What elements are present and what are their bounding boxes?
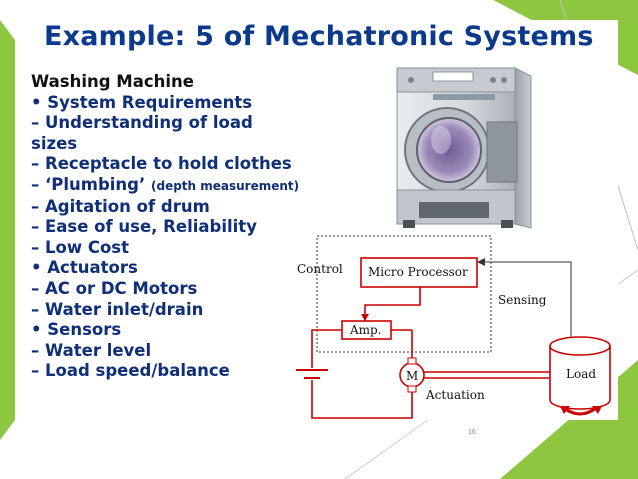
amp-label: Amp. — [349, 323, 382, 337]
load-cylinder-top — [549, 336, 611, 356]
bullet-plumbing-note: (depth measurement) — [151, 178, 300, 193]
bullet-item: – ‘Plumbing’ (depth measurement) — [31, 175, 341, 197]
bullet-item: – Receptacle to hold clothes — [31, 154, 292, 174]
load-cylinder-body — [549, 346, 611, 410]
bullet-item: – Water level — [31, 340, 152, 360]
power-loop-line — [311, 329, 342, 368]
control-label: Control — [297, 262, 343, 276]
bullet-item: – Low Cost — [31, 237, 129, 257]
bullet-item: – Water inlet/drain — [31, 299, 204, 319]
left-green-triangle — [0, 20, 15, 440]
bullet-item: – AC or DC Motors — [31, 278, 198, 298]
bullet-item: – Ease of use, Reliability — [31, 217, 257, 237]
bullet-heading: Washing Machine — [31, 72, 194, 91]
bullet-item: • Actuators — [31, 258, 138, 278]
motor-top-brush — [407, 357, 417, 365]
bullet-item: – Understanding of load — [31, 113, 253, 133]
motor-label: M — [406, 369, 418, 383]
washing-machine-image — [396, 67, 532, 229]
bullet-list: Washing Machine • System Requirements – … — [31, 72, 341, 382]
bullet-item: – Load speed/balance — [31, 361, 230, 381]
micro-processor-box — [360, 257, 478, 288]
processor-to-amp-line — [364, 287, 421, 321]
motor-bottom-brush — [407, 385, 417, 393]
bullet-item: • System Requirements — [31, 92, 253, 112]
processor-to-amp-arrow — [361, 314, 369, 321]
control-system-diagram: Control Micro Processor Amp. Sensing M A… — [296, 235, 611, 419]
bullet-item: • Sensors — [31, 320, 122, 340]
page-number: 16 — [468, 429, 476, 436]
bullet-plumbing-text: – ‘Plumbing’ — [31, 174, 146, 194]
actuation-label: Actuation — [425, 388, 485, 402]
sensing-label: Sensing — [498, 293, 547, 307]
micro-processor-label: Micro Processor — [368, 265, 468, 279]
slide-title: Example: 5 of Mechatronic Systems — [44, 21, 594, 52]
power-return-line — [311, 380, 413, 419]
bullet-item: – Agitation of drum — [31, 196, 210, 216]
sensing-arrow — [477, 258, 485, 266]
control-boundary — [316, 235, 492, 353]
sensing-line — [484, 261, 572, 346]
load-label: Load — [566, 367, 596, 381]
bullet-item: sizes — [31, 133, 78, 153]
